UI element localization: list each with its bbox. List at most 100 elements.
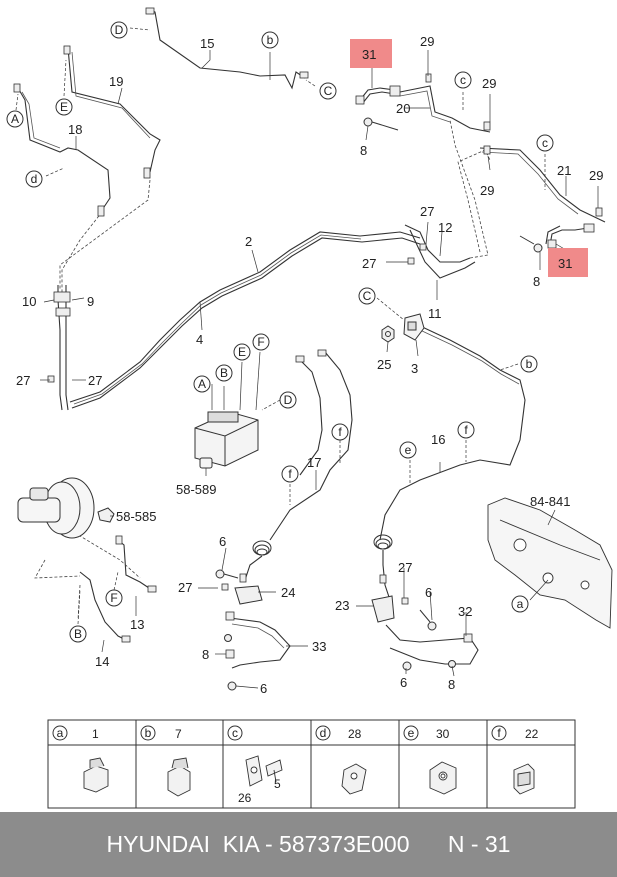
svg-text:1: 1 xyxy=(92,727,99,741)
part-label-8-top: 8 xyxy=(360,143,367,158)
part-label-27-d: 27 xyxy=(362,256,376,271)
clip-legend-table: a 1 b 7 c 26 5 d 28 e 30 xyxy=(47,719,576,809)
callout-C-middle: C xyxy=(358,287,376,305)
clip-29-d xyxy=(595,207,603,217)
callout-c-top: c xyxy=(454,71,472,89)
part-label-19: 19 xyxy=(109,74,123,89)
svg-text:d: d xyxy=(31,172,38,186)
callout-A-top: A xyxy=(6,110,24,128)
bolt-6-d xyxy=(402,661,412,671)
callout-b-middle: b xyxy=(520,355,538,373)
brake-hose-31-top xyxy=(359,87,396,101)
svg-text:26: 26 xyxy=(238,791,252,805)
svg-text:5: 5 xyxy=(274,777,281,791)
part-label-3: 3 xyxy=(411,361,418,376)
svg-text:c: c xyxy=(542,136,548,150)
callout-A-abs: A xyxy=(193,375,211,393)
clip-a-icon xyxy=(83,757,109,793)
callout-f-17-upper: f xyxy=(331,423,349,441)
svg-text:7: 7 xyxy=(175,727,182,741)
clip-27-c xyxy=(419,243,427,251)
clip-27-d xyxy=(407,257,415,265)
bolt-6-a xyxy=(215,569,239,579)
clip-27-f xyxy=(401,597,409,605)
callout-d-top: d xyxy=(25,170,43,188)
part-label-32: 32 xyxy=(458,604,472,619)
clip-e-icon xyxy=(429,761,457,795)
part-label-8-c: 8 xyxy=(202,647,209,662)
three-way-connector-3 xyxy=(403,313,425,341)
part-label-25: 25 xyxy=(377,357,391,372)
brake-booster xyxy=(17,477,95,539)
part-label-6-d: 6 xyxy=(400,675,407,690)
part-label-10: 10 xyxy=(22,294,36,309)
svg-text:f: f xyxy=(497,726,501,740)
svg-text:c: c xyxy=(460,73,466,87)
legend-cell-b: b 7 xyxy=(140,725,182,741)
svg-text:e: e xyxy=(405,443,412,457)
callout-D-abs: D xyxy=(279,391,297,409)
svg-text:28: 28 xyxy=(348,727,362,741)
part-label-58-589: 58-589 xyxy=(176,482,216,497)
callout-B-abs: B xyxy=(215,364,233,382)
callout-c-right: c xyxy=(536,134,554,152)
bolt-6-c xyxy=(419,609,437,631)
part-label-24: 24 xyxy=(281,585,295,600)
brake-hose-32 xyxy=(385,624,479,665)
part-label-15: 15 xyxy=(200,36,214,51)
nut-25 xyxy=(381,325,395,343)
svg-text:a: a xyxy=(57,726,64,740)
svg-text:F: F xyxy=(257,335,264,349)
brake-hose-31-right xyxy=(549,227,589,246)
bolt-8-bottom xyxy=(224,634,456,668)
bolt-8-top xyxy=(363,117,399,131)
svg-text:e: e xyxy=(408,726,415,740)
svg-text:b: b xyxy=(145,726,152,740)
brake-tube-18 xyxy=(17,87,111,211)
part-label-27-f: 27 xyxy=(398,560,412,575)
clip-27-e xyxy=(221,583,229,591)
leader-lines xyxy=(15,27,599,689)
part-label-23: 23 xyxy=(335,598,349,613)
brake-tube-19 xyxy=(67,47,161,173)
part-label-84-841: 84-841 xyxy=(530,494,570,509)
part-label-6-b: 6 xyxy=(260,681,267,696)
callout-a-panel: a xyxy=(511,595,529,613)
svg-text:b: b xyxy=(267,33,274,47)
clip-c-icon xyxy=(245,755,283,787)
callout-e-16: e xyxy=(399,441,417,459)
brake-tube-17 xyxy=(269,351,353,541)
part-label-27-c: 27 xyxy=(420,204,434,219)
callout-B-14: B xyxy=(69,625,87,643)
part-label-58-585: 58-585 xyxy=(116,509,156,524)
part-label-12: 12 xyxy=(438,220,452,235)
svg-text:f: f xyxy=(464,423,468,437)
clip-29-a xyxy=(425,73,432,83)
brake-tube-4 xyxy=(71,237,421,409)
callout-D-top: D xyxy=(110,21,128,39)
clip-27-a xyxy=(47,375,55,383)
coil-17 xyxy=(252,540,272,556)
highlight-box-31-right xyxy=(548,248,588,277)
part-label-31-right: 31 xyxy=(558,256,572,271)
callout-E-top: E xyxy=(55,98,73,116)
part-label-29-a: 29 xyxy=(420,34,434,49)
svg-text:30: 30 xyxy=(436,727,450,741)
callout-f-17-lower: f xyxy=(281,465,299,483)
svg-text:C: C xyxy=(363,289,372,303)
part-label-4: 4 xyxy=(196,332,203,347)
svg-text:d: d xyxy=(320,726,327,740)
svg-text:a: a xyxy=(517,597,524,611)
part-label-18: 18 xyxy=(68,122,82,137)
svg-text:D: D xyxy=(115,23,124,37)
legend-cell-c: c 26 5 xyxy=(227,725,281,805)
brake-tube-15 xyxy=(149,9,306,90)
svg-text:f: f xyxy=(338,425,342,439)
callout-C-top: C xyxy=(319,82,337,100)
part-label-27-b: 27 xyxy=(88,373,102,388)
legend-cell-a: a 1 xyxy=(52,725,99,741)
fitting-10-9 xyxy=(53,291,71,303)
clip-29-c xyxy=(483,145,491,155)
brake-tube-21 xyxy=(479,147,606,223)
footer-part-text: HYUNDAI KIA - 587373E000 N - 31 xyxy=(106,831,511,857)
